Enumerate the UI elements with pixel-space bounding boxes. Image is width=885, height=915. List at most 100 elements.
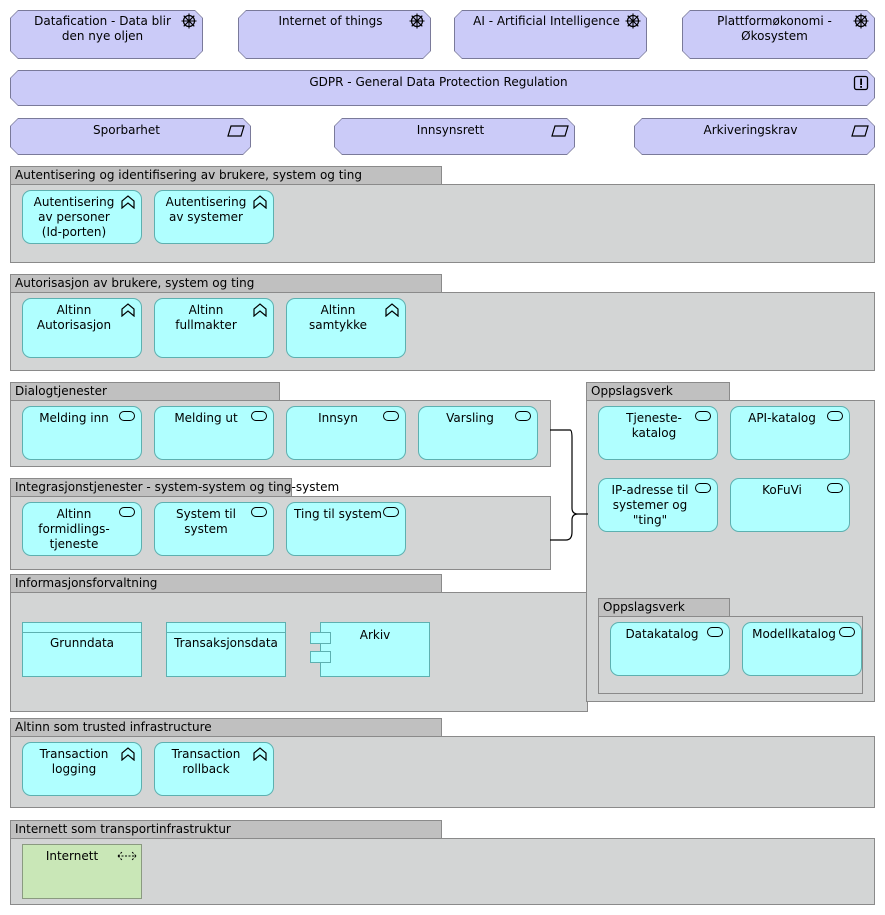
service-label: Ting til system — [294, 507, 382, 521]
component-port-top-icon — [310, 632, 331, 644]
driver-ai[interactable]: AI - Artificial Intelligence — [454, 10, 647, 59]
service-api-katalog[interactable]: API-katalog — [730, 406, 850, 460]
service-pill-icon — [119, 411, 135, 421]
data-object-label: Grunndata — [49, 636, 115, 650]
service-pill-icon — [251, 507, 267, 517]
service-label: Altinn samtykke — [309, 303, 367, 332]
driver-wheel-icon — [409, 13, 425, 29]
service-transaction-rollback[interactable]: Transaction rollback — [154, 742, 274, 796]
service-label: System til system — [176, 507, 236, 536]
driver-datafication[interactable]: Datafication - Data blir den nye oljen — [10, 10, 203, 59]
service-label: Altinn fullmakter — [175, 303, 237, 332]
requirement-parallelogram-icon — [551, 124, 569, 138]
requirement-label: Arkiveringskrav — [703, 123, 798, 137]
network-label: Internett — [45, 849, 99, 863]
service-label: Melding ut — [174, 411, 238, 425]
network-arrows-icon — [117, 851, 137, 861]
service-label: Transaction logging — [39, 747, 109, 776]
service-label: Tjeneste-katalog — [626, 411, 682, 440]
service-pill-icon — [251, 411, 267, 421]
function-chevron-icon — [121, 195, 135, 209]
service-pill-icon — [383, 411, 399, 421]
service-label: Autentisering av systemer — [165, 195, 247, 224]
function-chevron-icon — [253, 195, 267, 209]
network-internett[interactable]: Internett — [22, 844, 142, 899]
service-label: KoFuVi — [762, 483, 802, 497]
bracket-connector — [550, 429, 588, 541]
group-lookup-title: Oppslagsverk — [586, 382, 730, 400]
function-chevron-icon — [385, 303, 399, 317]
data-object-grunndata[interactable]: Grunndata — [22, 622, 142, 677]
service-label: Altinn Autorisasjon — [36, 303, 112, 332]
service-pill-icon — [119, 507, 135, 517]
group-internet-title: Internett som transportinfrastruktur — [10, 820, 442, 838]
function-chevron-icon — [253, 303, 267, 317]
service-innsyn[interactable]: Innsyn — [286, 406, 406, 460]
service-transaction-logging[interactable]: Transaction logging — [22, 742, 142, 796]
service-label: API-katalog — [748, 411, 816, 425]
requirement-label: Sporbarhet — [93, 123, 160, 137]
driver-iot[interactable]: Internet of things — [238, 10, 431, 59]
service-pill-icon — [515, 411, 531, 421]
data-object-transaksjonsdata[interactable]: Transaksjonsdata — [166, 622, 286, 677]
group-internet — [10, 838, 875, 905]
requirement-arkiveringskrav[interactable]: Arkiveringskrav — [634, 118, 875, 155]
driver-label: Datafication - Data blir den nye oljen — [34, 14, 171, 43]
driver-wheel-icon — [181, 13, 197, 29]
service-pill-icon — [383, 507, 399, 517]
group-dialog-title: Dialogtjenester — [10, 382, 280, 400]
data-object-label: Transaksjonsdata — [174, 636, 278, 650]
service-auth-systems[interactable]: Autentisering av systemer — [154, 190, 274, 244]
function-chevron-icon — [121, 747, 135, 761]
service-altinn-samtykke[interactable]: Altinn samtykke — [286, 298, 406, 358]
service-tjenestekatalog[interactable]: Tjeneste-katalog — [598, 406, 718, 460]
service-ting-til-system[interactable]: Ting til system — [286, 502, 406, 556]
service-pill-icon — [707, 627, 723, 637]
service-varsling[interactable]: Varsling — [418, 406, 538, 460]
service-label: Melding inn — [39, 411, 109, 425]
service-label: Varsling — [446, 411, 494, 425]
principle-exclamation-icon — [853, 75, 869, 91]
principle-label: GDPR - General Data Protection Regulatio… — [309, 75, 568, 89]
requirement-parallelogram-icon — [227, 124, 245, 138]
service-label: Datakatalog — [625, 627, 699, 641]
service-melding-ut[interactable]: Melding ut — [154, 406, 274, 460]
function-chevron-icon — [121, 303, 135, 317]
service-label: Autentisering av personer (Id-porten) — [33, 195, 115, 239]
component-arkiv[interactable]: Arkiv — [320, 622, 430, 677]
group-authz-title: Autorisasjon av brukere, system og ting — [10, 274, 442, 292]
service-pill-icon — [839, 627, 855, 637]
service-datakatalog[interactable]: Datakatalog — [610, 622, 730, 676]
service-altinn-autorisasjon[interactable]: Altinn Autorisasjon — [22, 298, 142, 358]
group-lookup-inner-title: Oppslagsverk — [598, 598, 730, 616]
service-auth-persons[interactable]: Autentisering av personer (Id-porten) — [22, 190, 142, 244]
principle-gdpr[interactable]: GDPR - General Data Protection Regulatio… — [10, 70, 875, 106]
driver-label: Internet of things — [278, 14, 383, 28]
service-pill-icon — [827, 411, 843, 421]
service-pill-icon — [695, 483, 711, 493]
service-label: Modellkatalog — [752, 627, 836, 641]
driver-wheel-icon — [853, 13, 869, 29]
group-info-title: Informasjonsforvaltning — [10, 574, 442, 592]
service-label: Innsyn — [318, 411, 358, 425]
service-label: Altinn formidlings-tjeneste — [38, 507, 110, 551]
group-integration-title: Integrasjonstjenester - system-system og… — [10, 478, 339, 496]
driver-platform-economy[interactable]: Plattformøkonomi - Økosystem — [682, 10, 875, 59]
function-chevron-icon — [253, 747, 267, 761]
service-melding-inn[interactable]: Melding inn — [22, 406, 142, 460]
group-auth-title: Autentisering og identifisering av bruke… — [10, 166, 442, 184]
service-ip-adresse[interactable]: IP-adresse til systemer og "ting" — [598, 478, 718, 532]
service-system-til-system[interactable]: System til system — [154, 502, 274, 556]
component-label: Arkiv — [359, 628, 391, 642]
service-altinn-fullmakter[interactable]: Altinn fullmakter — [154, 298, 274, 358]
service-altinn-formidling[interactable]: Altinn formidlings-tjeneste — [22, 502, 142, 556]
service-label: Transaction rollback — [171, 747, 241, 776]
service-pill-icon — [827, 483, 843, 493]
service-modellkatalog[interactable]: Modellkatalog — [742, 622, 862, 676]
driver-wheel-icon — [625, 13, 641, 29]
requirement-sporbarhet[interactable]: Sporbarhet — [10, 118, 251, 155]
requirement-label: Innsynsrett — [416, 123, 485, 137]
service-label: IP-adresse til systemer og "ting" — [611, 483, 689, 527]
service-kofuvi[interactable]: KoFuVi — [730, 478, 850, 532]
requirement-innsynsrett[interactable]: Innsynsrett — [334, 118, 575, 155]
